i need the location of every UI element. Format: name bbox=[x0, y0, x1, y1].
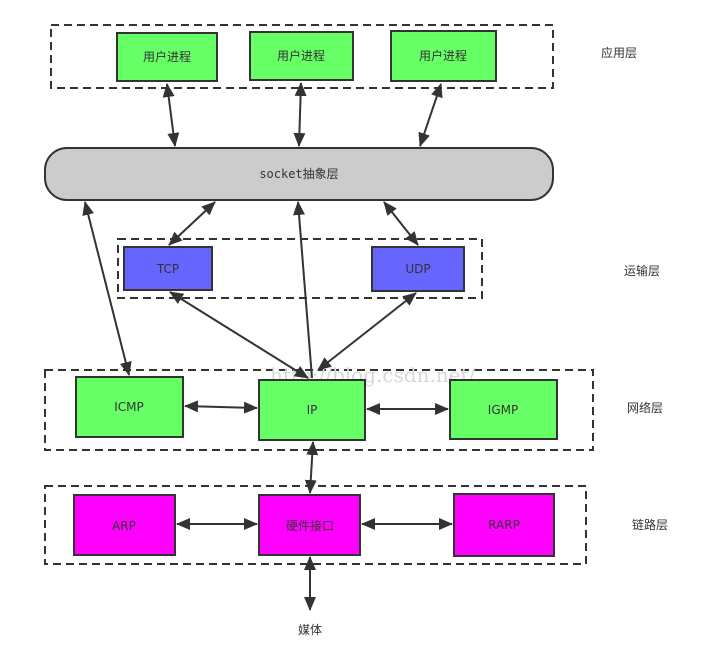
edge-ip-socket bbox=[293, 201, 313, 379]
node-tcp[interactable]: TCP bbox=[123, 246, 213, 291]
media-label: 媒体 bbox=[298, 623, 322, 637]
layer-label-network: 网络层 bbox=[627, 400, 663, 415]
edge-socket-udp bbox=[383, 201, 419, 246]
edge-socket-tcp bbox=[168, 201, 216, 246]
node-ip[interactable]: IP bbox=[258, 379, 366, 441]
edge-ip-udp bbox=[317, 292, 417, 371]
edge-user2-socket bbox=[293, 82, 307, 147]
node-rarp[interactable]: RARP bbox=[453, 493, 555, 557]
edge-socket-icmp bbox=[82, 201, 132, 376]
node-label: UDP bbox=[405, 262, 430, 276]
node-label: IP bbox=[307, 403, 318, 417]
node-icmp[interactable]: ICMP bbox=[75, 376, 184, 438]
edge-user3-socket bbox=[418, 83, 443, 147]
node-label: 用户进程 bbox=[143, 49, 191, 64]
node-user-process-3[interactable]: 用户进程 bbox=[390, 30, 497, 82]
node-label: TCP bbox=[156, 262, 179, 276]
node-user-process-1[interactable]: 用户进程 bbox=[116, 32, 218, 82]
edge-ip-tcp bbox=[169, 291, 309, 379]
layer-label-link: 链路层 bbox=[632, 517, 668, 532]
node-udp[interactable]: UDP bbox=[371, 246, 465, 292]
node-hardware-interface[interactable]: 硬件接口 bbox=[258, 494, 361, 556]
node-socket-layer[interactable]: socket抽象层 bbox=[44, 147, 554, 201]
edge-icmp-ip bbox=[184, 400, 258, 414]
node-label: ICMP bbox=[114, 400, 144, 414]
edge-user1-socket bbox=[162, 83, 180, 147]
node-label: socket抽象层 bbox=[259, 167, 338, 181]
node-label: RARP bbox=[488, 518, 520, 532]
node-label: 硬件接口 bbox=[286, 518, 334, 533]
node-label: 用户进程 bbox=[277, 48, 325, 63]
layer-label-application: 应用层 bbox=[601, 45, 637, 60]
edge-ip-hardware bbox=[304, 441, 319, 494]
node-igmp[interactable]: IGMP bbox=[449, 379, 558, 440]
layer-label-transport: 运输层 bbox=[624, 263, 660, 278]
node-user-process-2[interactable]: 用户进程 bbox=[249, 31, 354, 81]
node-label: 用户进程 bbox=[419, 48, 467, 63]
node-label: IGMP bbox=[488, 403, 518, 417]
application-layer-group bbox=[50, 24, 554, 89]
node-arp[interactable]: ARP bbox=[73, 494, 176, 556]
node-label: ARP bbox=[112, 519, 136, 533]
